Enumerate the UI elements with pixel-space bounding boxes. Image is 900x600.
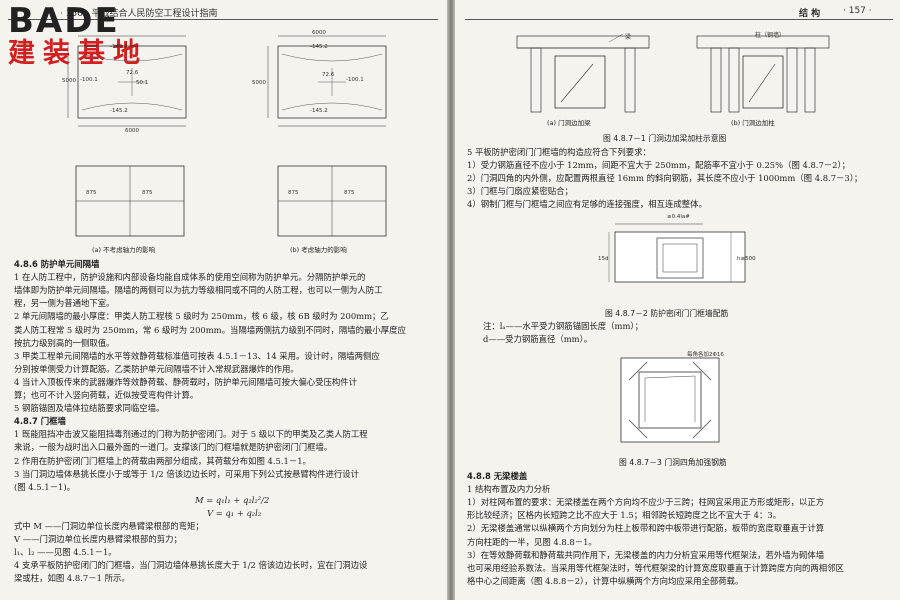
value-bottom-b: -145.2 bbox=[310, 108, 328, 114]
door-beam-diagram bbox=[516, 33, 650, 113]
value-left-a: -100.1 bbox=[80, 77, 98, 83]
text-line: 1 既能阻挡冲击波又能阻挡毒剂通过的门称为防护密闭门。对于 5 级以下的甲类及乙… bbox=[14, 429, 368, 440]
section-heading: 4.8.7 门框墙 bbox=[14, 416, 66, 427]
text-line: 方向柱距的一半，见图 4.8.8－1。 bbox=[467, 536, 597, 547]
logo-bottom-text: 建装基地 bbox=[8, 38, 148, 69]
door-corner-rebar-diagram bbox=[620, 357, 720, 443]
text-line: 1 在人防工程中，防护设施和内部设备均能自成体系的使用空间称为防护单元。分隔防护… bbox=[14, 272, 366, 283]
text-line: (图 4.5.1－1)。 bbox=[14, 481, 75, 492]
right-page-number: · 157 · bbox=[843, 6, 872, 16]
figure-caption-a: (a) 不考虑轴力的影响 bbox=[92, 246, 156, 254]
text-line: 程，另一侧为普通地下室。 bbox=[14, 298, 115, 309]
text-line: 形比较经济；区格内长短跨之比不应大于 1.5；相邻跨长短跨度之比不宜大于 4：3… bbox=[467, 510, 782, 521]
moment-diagram-a bbox=[67, 35, 187, 127]
dim-anchorage: ≥0.4la# bbox=[667, 214, 690, 220]
text-line: 1 结构布置及内力分析 bbox=[467, 484, 551, 495]
text-line: 3 甲类工程单元间隔墙的水平等效静荷载标准值可按表 4.5.1－13、14 采用… bbox=[14, 350, 380, 361]
value-bottom-a: -145.2 bbox=[110, 108, 128, 114]
text-line: 4 当计入顶板传来的武器爆炸等效静荷载、静荷载时，防护单元间隔墙可按大偏心受压构… bbox=[14, 376, 357, 387]
dim-thickness: h≥500 bbox=[737, 256, 756, 262]
text-line: 1）受力钢筋直径不应小于 12mm，间距不宜大于 250mm，配筋率不宜小于 0… bbox=[467, 160, 851, 171]
edge-value-a1: 875 bbox=[86, 190, 97, 196]
fig1-caption-b: (b) 门洞边加柱 bbox=[731, 119, 775, 127]
text-line: 5 钢筋锚固及墙体拉结筋要求同临空墙。 bbox=[14, 403, 165, 414]
text-line: 5 平板防护密闭门门框墙的构造应符合下列要求： bbox=[467, 147, 651, 157]
text-line: l₁、l₂ ——见图 4.5.1－1。 bbox=[14, 547, 117, 558]
text-line: V ——门洞边单位长度内悬臂梁根部的剪力； bbox=[14, 534, 182, 545]
value-top-a: -145.2 bbox=[110, 44, 128, 50]
text-line: 格中心之间距离（图 4.8.8－2），计算中纵横两个方向均应采用全部荷载。 bbox=[467, 575, 744, 586]
value-top-b: -145.2 bbox=[310, 44, 328, 50]
book-gutter bbox=[447, 0, 455, 600]
moment-diagram-b bbox=[267, 35, 387, 127]
fig2-caption: 图 4.8.7－2 防护密闭门门框墙配筋 bbox=[605, 309, 729, 318]
text-line: 式中 M ——门洞边单位长度内悬臂梁根部的弯矩； bbox=[14, 521, 204, 531]
text-line: 墙体即为防护单元间隔墙。隔墙的两侧可以为抗力等级相同或不同的人防工程，也可以一侧… bbox=[14, 285, 383, 296]
watermark-logo: BADE 建装基地 bbox=[8, 4, 183, 70]
header-rule bbox=[8, 19, 438, 20]
left-page: · 156 · 平战结合人民防空工程设计指南 BADE 建装基地 -145.2 … bbox=[0, 0, 447, 600]
text-line: 4）钢制门框与门框墙之间应有足够的连接强度，相互连成整体。 bbox=[467, 199, 707, 210]
left-page-header: · 156 · 平战结合人民防空工程设计指南 bbox=[60, 9, 218, 19]
shear-diagram-b bbox=[277, 165, 387, 237]
value-center-b-a: 50.1 bbox=[136, 80, 149, 86]
header-rule-right bbox=[465, 19, 893, 20]
value-right-b: -100.1 bbox=[346, 77, 364, 83]
text-line: 4 支承平板防护密闭门的门框墙，当门洞边墙体悬挑长度大于 1/2 倍该边边长时，… bbox=[14, 560, 368, 571]
right-page: 结 构 · 157 · 梁 柱（钢墙） (a) 门洞边加梁 (b) 门洞边加柱 … bbox=[455, 0, 900, 600]
beam-label: 梁 bbox=[625, 34, 632, 41]
fig1-caption-a: (a) 门洞边加梁 bbox=[547, 119, 591, 127]
text-line: 来说，一般为战时出入口最外面的一道门。支撑该门的门框墙就是防护密闭门门框墙。 bbox=[14, 442, 333, 453]
edge-value-b2: 875 bbox=[344, 190, 355, 196]
section-heading: 4.8.6 防护单元间隔墙 bbox=[14, 259, 100, 269]
text-line: 按抗力级别高的一侧取值。 bbox=[14, 337, 115, 348]
text-line: 也可采用经验系数法。当采用等代框架法时，等代框架梁的计算宽度取垂直于计算跨度方向… bbox=[467, 562, 844, 573]
formula-moment: M = q₁l₁ + q₂l₂²/2 bbox=[195, 495, 270, 505]
dim-bar-dia: 15d bbox=[598, 256, 609, 262]
text-line: 类人防工程常 5 级时为 250mm，常 6 级时为 200mm。当隔墙两侧抗力… bbox=[14, 324, 406, 335]
dim-side-a: 5000 bbox=[62, 78, 76, 84]
edge-value-a2: 875 bbox=[142, 190, 153, 196]
text-line: 2 作用在防护密闭门门框墙上的荷载由两部分组成，其荷载分布如图 4.5.1－1。 bbox=[14, 455, 311, 466]
formula-shear: V = q₁ + q₂l₂ bbox=[207, 508, 262, 518]
text-line: 2）无梁楼盖通常以纵横两个方向划分为柱上板带和跨中板带进行配筋，板带的宽度取垂直… bbox=[467, 523, 825, 534]
door-column-diagram bbox=[696, 35, 830, 113]
text-line: 梁或柱，如图 4.8.7－1 所示。 bbox=[14, 573, 130, 584]
figure-caption-b: (b) 考虑轴力的影响 bbox=[290, 246, 347, 254]
value-center-b: 72.6 bbox=[322, 72, 335, 78]
text-line: 算；也可不计入竖向荷载，近似按受弯构件计算。 bbox=[14, 390, 199, 400]
text-line: d——受力钢筋直径（mm）。 bbox=[483, 334, 593, 345]
dim-bottom-a: 6000 bbox=[125, 128, 139, 134]
dim-top-b: 6000 bbox=[312, 30, 326, 36]
right-page-header-title: 结 构 bbox=[799, 9, 821, 19]
fig1-caption: 图 4.8.7－1 门洞边加梁加柱示意图 bbox=[603, 134, 727, 143]
section-heading: 4.8.8 无梁楼盖 bbox=[467, 471, 528, 481]
text-line: 3）在等效静荷载和静荷载共同作用下，无梁楼盖的内力分析宜采用等代框架法，若外墙为… bbox=[467, 549, 825, 560]
edge-value-b1: 875 bbox=[288, 190, 299, 196]
corner-rebar-label: 每角各加2Φ16 bbox=[687, 352, 724, 358]
text-line: 分别按单侧受力计算配筋。乙类防护单元间隔墙不计入常规武器爆炸的作用。 bbox=[14, 363, 299, 374]
fig3-caption: 图 4.8.7－3 门洞四角加强钢筋 bbox=[619, 458, 727, 467]
shear-diagram-a bbox=[75, 165, 185, 237]
text-line: 1）对柱网布置的要求：无梁楼盖在两个方向均不应少于三跨；柱网宜采用正方形或矩形，… bbox=[467, 497, 825, 508]
door-frame-reinforcement-diagram bbox=[608, 223, 746, 283]
value-center-a: 72.6 bbox=[126, 70, 139, 76]
text-line: 注：lₐ——水平受力钢筋锚固长度（mm）； bbox=[483, 321, 643, 331]
column-label: 柱（钢墙） bbox=[755, 32, 786, 39]
logo-top-text: BADE bbox=[8, 1, 120, 41]
text-line: 2 单元间隔墙的最小厚度：甲类人防工程核 5 级时为 250mm，核 6 级，核… bbox=[14, 311, 389, 322]
text-line: 3 当门洞边墙体悬挑长度小于或等于 1/2 倍该边边长时，可采用下列公式按悬臂构… bbox=[14, 468, 360, 479]
text-line: 3）门框与门扇应紧密贴合； bbox=[467, 186, 573, 197]
dim-side-b: 5000 bbox=[252, 80, 266, 86]
text-line: 2）门洞四角的内外侧，应配置两根直径 16mm 的斜向钢筋，其长度不应小于 10… bbox=[467, 173, 863, 184]
